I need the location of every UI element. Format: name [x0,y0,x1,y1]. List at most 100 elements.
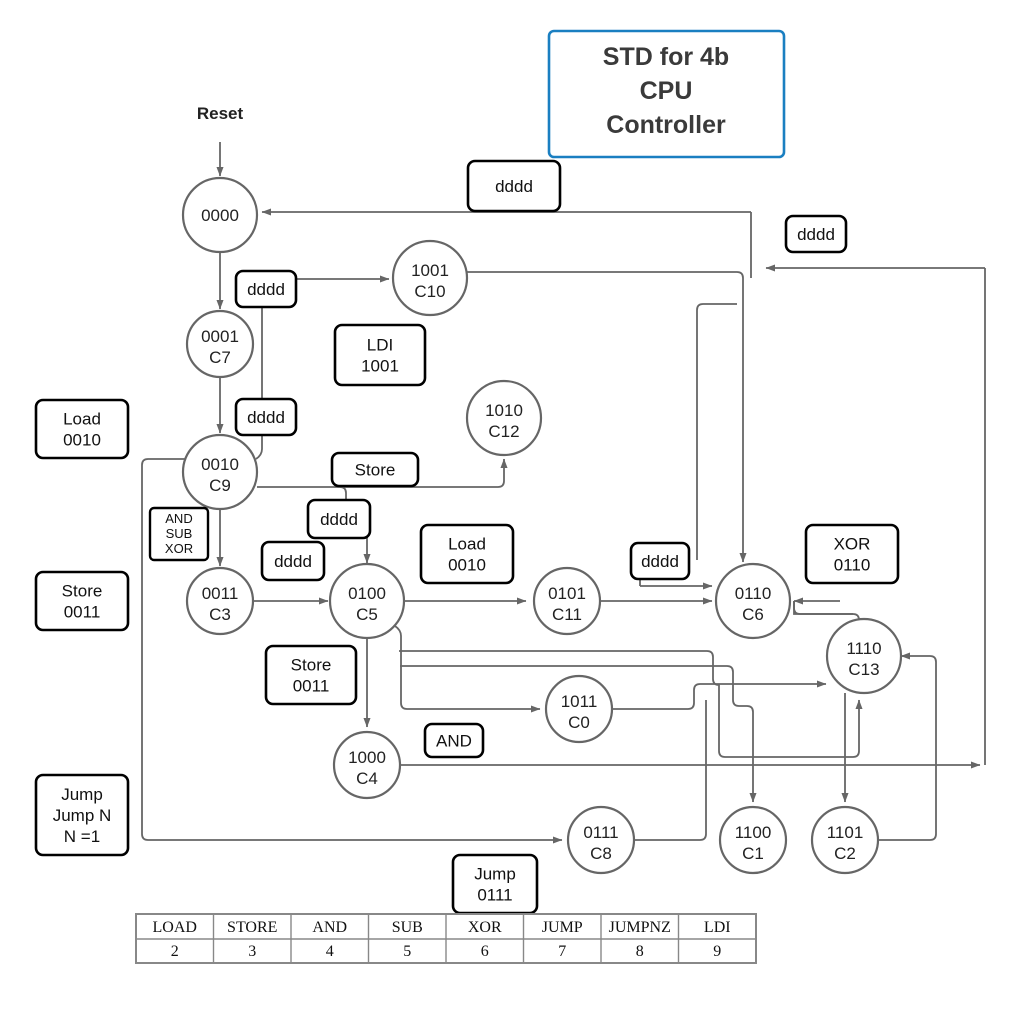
state-code-1101: 1101 [827,823,864,842]
state-control-0100: C5 [356,605,378,624]
state-code-0101: 0101 [548,584,586,603]
state-code-0011: 0011 [202,584,239,603]
state-control-1011: C0 [568,713,590,732]
label-text-and-c0-0: AND [436,732,472,751]
label-box-dddd-topright [784,214,848,254]
state-circle-1010 [465,379,543,457]
table-header-STORE: STORE [227,919,277,936]
label-box-and-c0 [423,722,485,759]
label-text-xor-0110-0: XOR [834,535,871,554]
state-code-1100: 1100 [735,823,772,842]
state-circle-0100 [328,562,406,640]
label-text-and-sub-xor-0: AND [165,511,192,526]
state-control-0001: C7 [209,348,231,367]
title-box: STD for 4b CPU Controller [547,29,786,159]
transition-edges [141,142,986,844]
table-value-4: 6 [481,943,489,960]
edge-0100-to-1011 [394,625,541,713]
label-box-dddd-c3 [260,540,326,582]
state-control-0101: C11 [552,605,582,624]
state-circle-1000 [332,730,402,800]
state-node-0000[interactable]: 0000 [181,176,259,254]
label-text-jump-jumpn-1: Jump N [53,806,112,825]
edge-0010-to-0111 [141,458,563,844]
table-value-1: 3 [248,943,256,960]
label-and-c0: AND [423,722,485,759]
table-value-6: 8 [636,943,644,960]
state-code-0110: 0110 [735,584,772,603]
table-header-LDI: LDI [704,919,731,936]
label-box-dddd-top [466,159,562,213]
label-text-dddd-c5-0: dddd [320,510,358,529]
table-value-0: 2 [171,943,179,960]
label-text-load-0010-left-0: Load [63,410,101,429]
table-header-AND: AND [312,919,347,936]
state-circle-0000 [181,176,259,254]
edge-0111-out [634,700,707,841]
label-text-store-0011-mid-0: Store [291,656,332,675]
label-box-xor-0110 [804,523,900,585]
state-control-1101: C2 [834,844,856,863]
label-text-xor-0110-1: 0110 [834,556,871,575]
title-line-3: Controller [606,111,726,139]
state-circle-1101 [810,805,880,875]
state-code-1000: 1000 [348,748,386,767]
table-value-3: 5 [403,943,411,960]
edge-0010-to-1010 [257,458,508,488]
state-code-0111: 0111 [583,823,618,842]
label-text-store-0011-left-0: Store [62,582,103,601]
state-control-1001: C10 [414,282,445,301]
state-circle-1110 [825,617,903,695]
state-code-0100: 0100 [348,584,386,603]
table-header-XOR: XOR [468,919,502,936]
title-line-1: STD for 4b [603,43,729,71]
label-text-jump-jumpn-0: Jump [61,785,103,804]
state-code-1010: 1010 [485,401,523,420]
label-text-store-0011-mid-1: 0011 [293,677,330,696]
state-circle-1011 [544,674,614,744]
state-circle-0110 [714,562,792,640]
reset-label: Reset [197,104,244,123]
label-dddd-0001: dddd [234,269,298,309]
label-text-store-0011-left-1: 0011 [64,603,101,622]
state-code-0010: 0010 [201,455,239,474]
label-box-store-0011-left [34,570,130,632]
state-control-1010: C12 [488,422,519,441]
label-text-load-0010-mid-1: 0010 [448,556,486,575]
label-dddd-c3: dddd [260,540,326,582]
table-header-LOAD: LOAD [153,919,197,936]
label-text-dddd-top-0: dddd [495,177,533,196]
label-box-ldi-1001 [333,323,427,387]
state-code-1011: 1011 [561,692,598,711]
state-nodes: 00000001C70010C90011C30100C50101C110110C… [181,176,903,875]
label-text-dddd-c3-0: dddd [274,552,312,571]
edge-1110-corner [793,601,853,615]
label-store-c9: Store [330,451,420,488]
edge-junction-0110-upper [696,303,737,311]
label-text-dddd-0010-0: dddd [247,408,285,427]
label-box-store-c9 [330,451,420,488]
state-circle-0101 [532,566,602,636]
table-header-JUMP: JUMP [542,919,583,936]
